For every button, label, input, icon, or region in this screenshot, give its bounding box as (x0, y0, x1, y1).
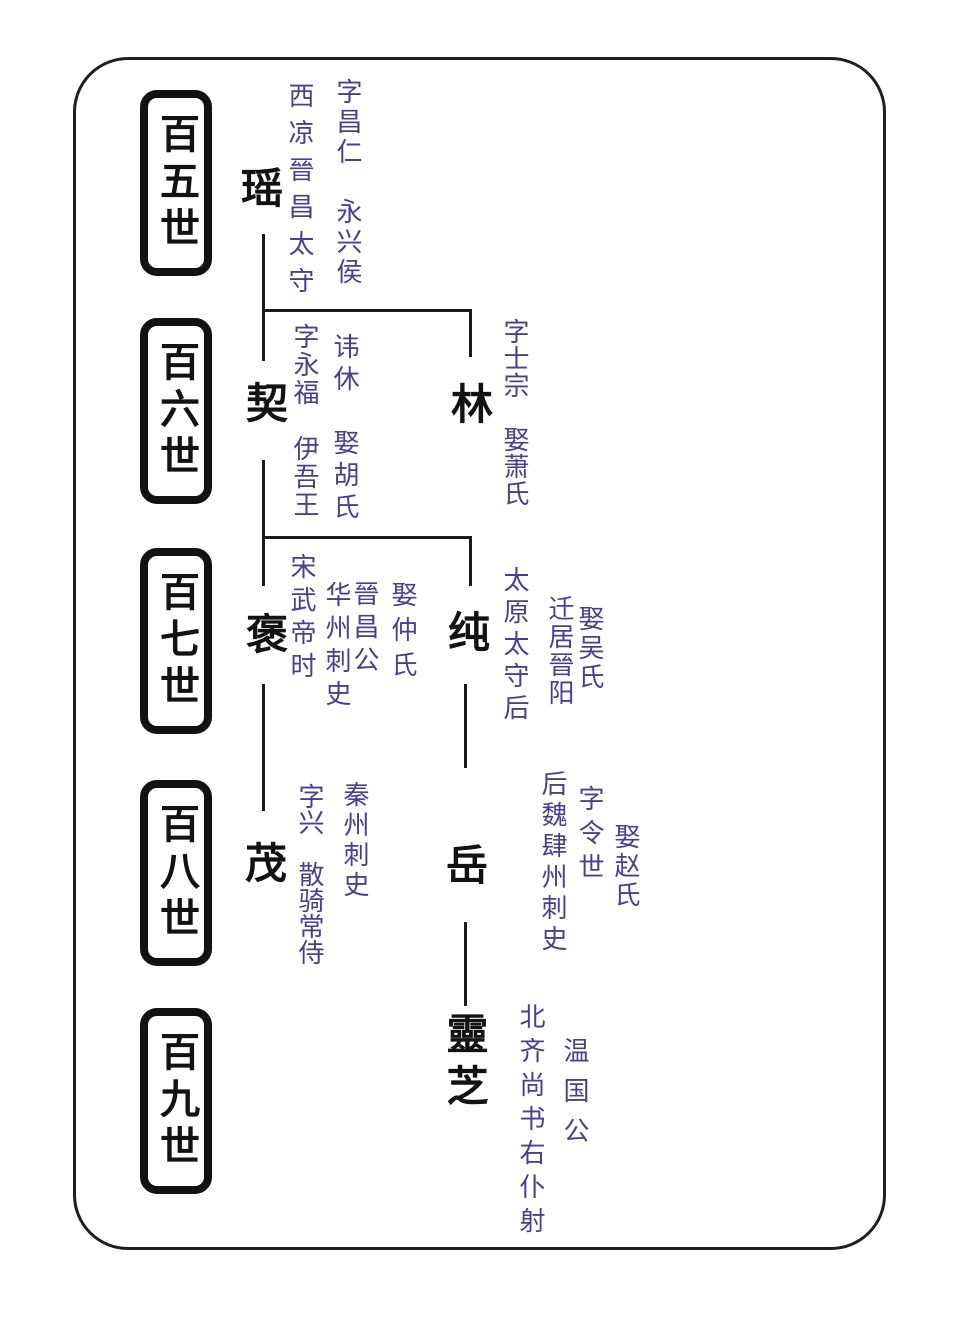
annotation-yao-courtesy: 字昌仁 永兴侯 (333, 78, 363, 288)
generation-label: 百七世 (154, 570, 198, 712)
connector-lin-stub (469, 309, 472, 357)
generation-box-107: 百七世 (140, 548, 212, 734)
generation-box-108: 百八世 (140, 780, 212, 966)
annotation-bao-title: 晉昌公 (350, 580, 380, 679)
annotation-qi-spouse: 讳休 娶胡氏 (330, 333, 360, 525)
annotation-lingzhi-office: 北齐尚书右仆射 (516, 1003, 546, 1241)
annotation-lingzhi-title: 温国公 (560, 1037, 590, 1157)
person-name-yao: 瑶 (241, 165, 284, 212)
annotation-chun-move: 迁居晉阳 (545, 595, 575, 707)
person-name-yue: 岳 (446, 842, 489, 889)
annotation-bao-era: 宋武帝时 (287, 553, 317, 685)
annotation-chun-office: 太原太守后 (500, 566, 530, 726)
annotation-lin-courtesy: 字士宗 娶萧氏 (500, 318, 530, 507)
annotation-mao-office: 秦州刺史 (340, 781, 370, 901)
connector-yao-down (262, 234, 265, 361)
annotation-mao-courtesy: 字兴 散骑常侍 (295, 783, 325, 965)
annotation-yue-courtesy: 字令世 (575, 785, 605, 887)
connector-bao-mao (262, 684, 265, 811)
person-name-qi: 契 (246, 380, 289, 427)
connector-qi-down (262, 460, 265, 586)
generation-label: 百八世 (154, 802, 198, 944)
connector-qi-children (262, 536, 472, 539)
connector-yue-lingzhi (464, 922, 467, 1006)
person-name-lingzhi: 靈芝 (441, 1012, 488, 1116)
generation-box-105: 百五世 (140, 90, 212, 276)
annotation-yue-spouse: 娶赵氏 (611, 823, 641, 910)
connector-chun-yue (464, 684, 467, 768)
person-name-bao: 褒 (246, 611, 289, 658)
generation-label: 百五世 (154, 112, 198, 254)
annotation-bao-office: 华州刺史 (322, 581, 352, 713)
connector-chun-stub (469, 536, 472, 586)
annotation-qi-courtesy: 字永福 伊吾王 (290, 323, 320, 519)
person-name-mao: 茂 (245, 840, 288, 887)
generation-box-109: 百九世 (140, 1008, 212, 1194)
connector-yao-children (262, 309, 472, 312)
generation-box-106: 百六世 (140, 318, 212, 504)
annotation-yue-office: 后魏肆州刺史 (538, 770, 568, 956)
annotation-bao-spouse: 娶仲氏 (388, 581, 418, 686)
person-name-lin: 林 (451, 381, 494, 428)
person-name-chun: 纯 (448, 609, 491, 656)
generation-label: 百六世 (154, 340, 198, 482)
generation-label: 百九世 (154, 1030, 198, 1172)
annotation-yao-titles: 西凉晉昌太守 (285, 82, 315, 304)
annotation-chun-spouse: 娶吴氏 (575, 605, 605, 692)
